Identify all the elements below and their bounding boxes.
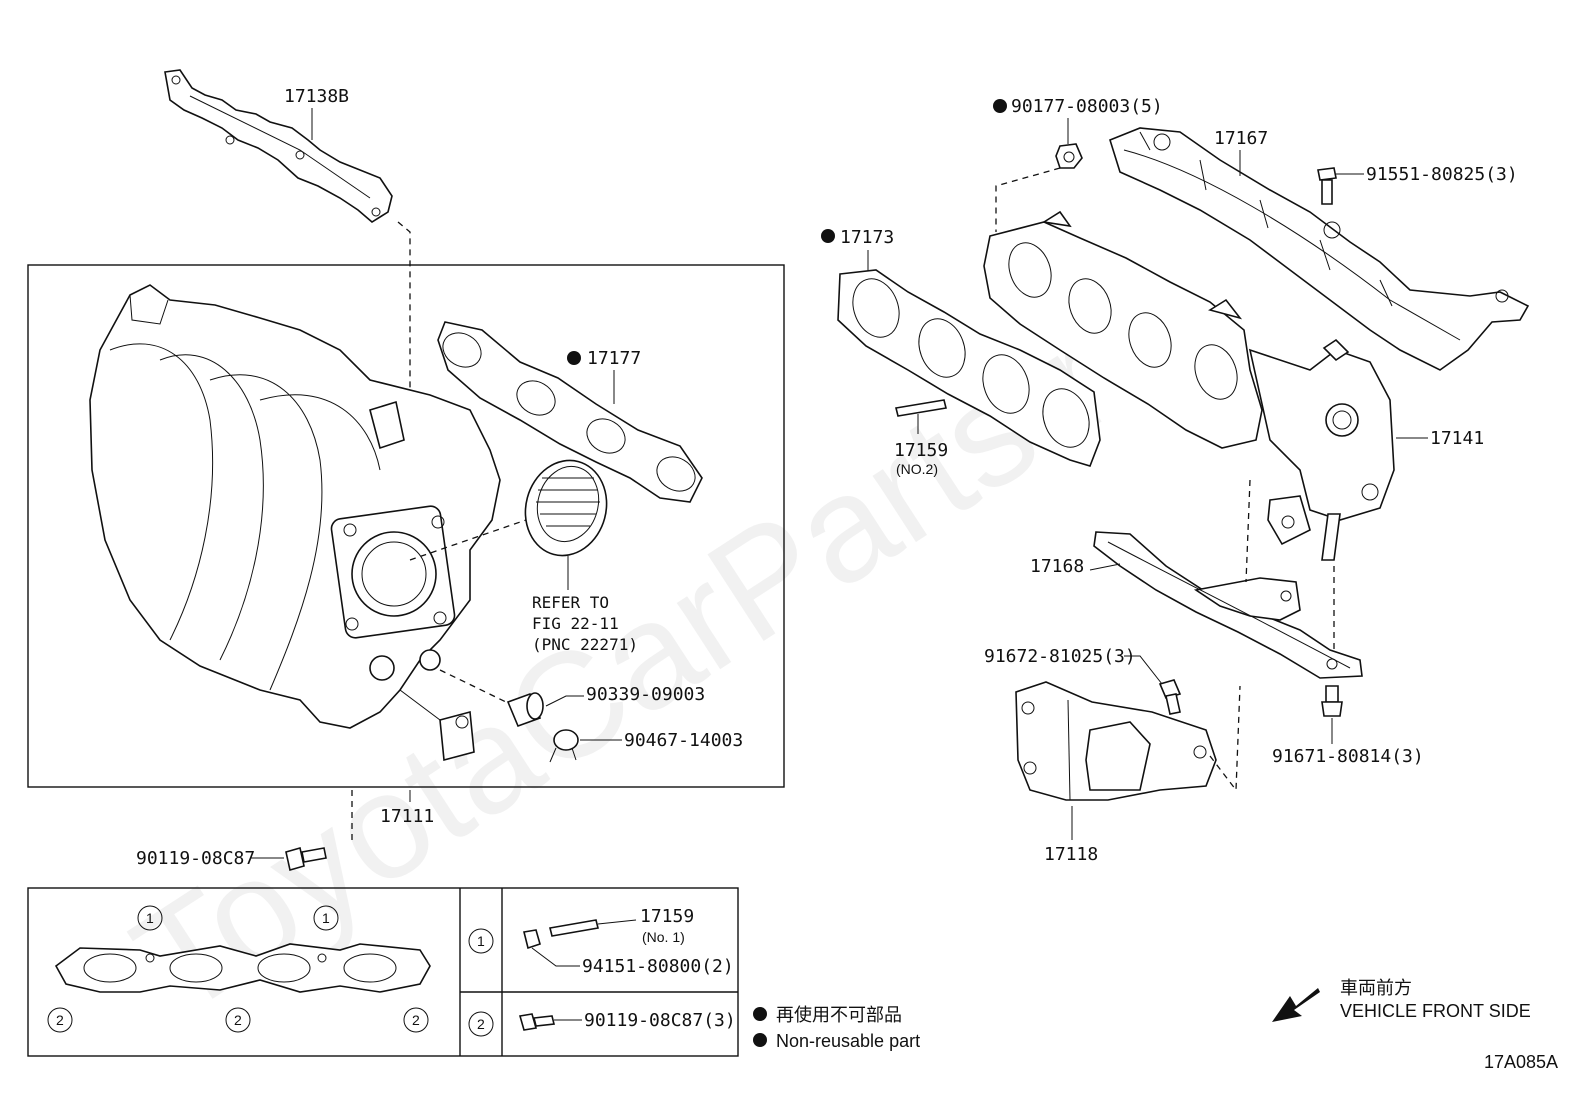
refer-line-2[interactable]: FIG 22-11 xyxy=(532,614,619,633)
part-label-90467[interactable]: 90467-14003 xyxy=(624,730,743,751)
callout-circle xyxy=(225,1007,251,1033)
part-90119-drawing xyxy=(285,846,327,872)
part-note-17159-no2: (NO.2) xyxy=(896,461,938,477)
part-17177-drawing xyxy=(437,321,703,503)
figure-id: 17A085A xyxy=(1484,1052,1558,1072)
legend-jp: 再使用不可部品 xyxy=(776,1005,902,1025)
refer-line-1[interactable]: REFER TO xyxy=(532,593,609,612)
part-label-90339[interactable]: 90339-09003 xyxy=(586,684,705,705)
callout-circle xyxy=(47,1007,73,1033)
part-label-91671[interactable]: 91671-80814(3) xyxy=(1272,746,1424,767)
part-17167-drawing xyxy=(1109,127,1530,371)
part-label-17173[interactable]: 17173 xyxy=(840,227,894,248)
inset-stud-drawing xyxy=(523,919,599,950)
intake-manifold-frame xyxy=(27,264,785,788)
part-label-90119[interactable]: 90119-08C87 xyxy=(136,848,255,869)
part-90467-drawing xyxy=(549,729,579,763)
direction-jp: 車両前方 xyxy=(1340,978,1412,998)
part-17138B-drawing xyxy=(164,69,393,223)
non-reusable-dot-17177 xyxy=(567,351,581,365)
inset-label-94151[interactable]: 94151-80800(2) xyxy=(582,956,734,977)
part-label-17118[interactable]: 17118 xyxy=(1044,844,1098,865)
callout-2-c: 2 xyxy=(412,1012,420,1028)
inset-bolt-drawing xyxy=(518,1013,555,1031)
part-17111-drawing xyxy=(89,284,501,762)
inset-row1-callout: 1 xyxy=(477,933,485,949)
legend-dot-jp xyxy=(753,1007,767,1021)
part-17173-drawing xyxy=(837,269,1101,467)
callout-circle xyxy=(468,1011,494,1037)
non-reusable-dot-17173 xyxy=(821,229,835,243)
inset-row2-callout: 2 xyxy=(477,1016,485,1032)
part-label-17177[interactable]: 17177 xyxy=(587,348,641,369)
throttle-gasket-drawing xyxy=(524,459,608,557)
part-label-91551[interactable]: 91551-80825(3) xyxy=(1366,164,1518,185)
callout-circle xyxy=(468,928,494,954)
inset-gasket-drawing xyxy=(54,943,431,993)
part-label-17111[interactable]: 17111 xyxy=(380,806,434,827)
callout-1-left: 1 xyxy=(146,910,154,926)
callout-2-b: 2 xyxy=(234,1012,242,1028)
callout-circle xyxy=(313,905,339,931)
inset-note-17159: (No. 1) xyxy=(642,929,685,945)
part-label-91672[interactable]: 91672-81025(3) xyxy=(984,646,1136,667)
part-17141-drawing xyxy=(983,210,1395,561)
callout-2-a: 2 xyxy=(56,1012,64,1028)
part-label-17168[interactable]: 17168 xyxy=(1030,556,1084,577)
part-17168-drawing xyxy=(1093,531,1363,679)
non-reusable-dot-90177 xyxy=(993,99,1007,113)
legend-dot-en xyxy=(753,1033,767,1047)
direction-en: VEHICLE FRONT SIDE xyxy=(1340,1001,1531,1021)
legend-en: Non-reusable part xyxy=(776,1031,920,1051)
part-17118-drawing xyxy=(1015,681,1217,801)
inset-label-17159[interactable]: 17159 xyxy=(640,906,694,927)
part-label-17141[interactable]: 17141 xyxy=(1430,428,1484,449)
part-label-17138B[interactable]: 17138B xyxy=(284,86,349,107)
part-90339-drawing xyxy=(506,692,544,728)
inset-label-90119-3[interactable]: 90119-08C87(3) xyxy=(584,1010,736,1031)
part-91672-drawing xyxy=(1158,679,1182,715)
callout-circle xyxy=(403,1007,429,1033)
inset-frame xyxy=(27,887,739,1057)
part-label-17159-no2[interactable]: 17159 xyxy=(894,440,948,461)
callout-1-right: 1 xyxy=(322,910,330,926)
part-91671-drawing xyxy=(1321,685,1343,717)
part-91551-drawing xyxy=(1317,167,1337,205)
callout-circle xyxy=(137,905,163,931)
front-direction-arrow-icon xyxy=(1272,988,1320,1022)
part-label-90177[interactable]: 90177-08003(5) xyxy=(1011,96,1163,117)
part-90177-drawing xyxy=(1055,143,1083,169)
refer-line-3[interactable]: (PNC 22271) xyxy=(532,635,638,654)
part-label-17167[interactable]: 17167 xyxy=(1214,128,1268,149)
part-17159-no2-drawing xyxy=(895,399,947,417)
